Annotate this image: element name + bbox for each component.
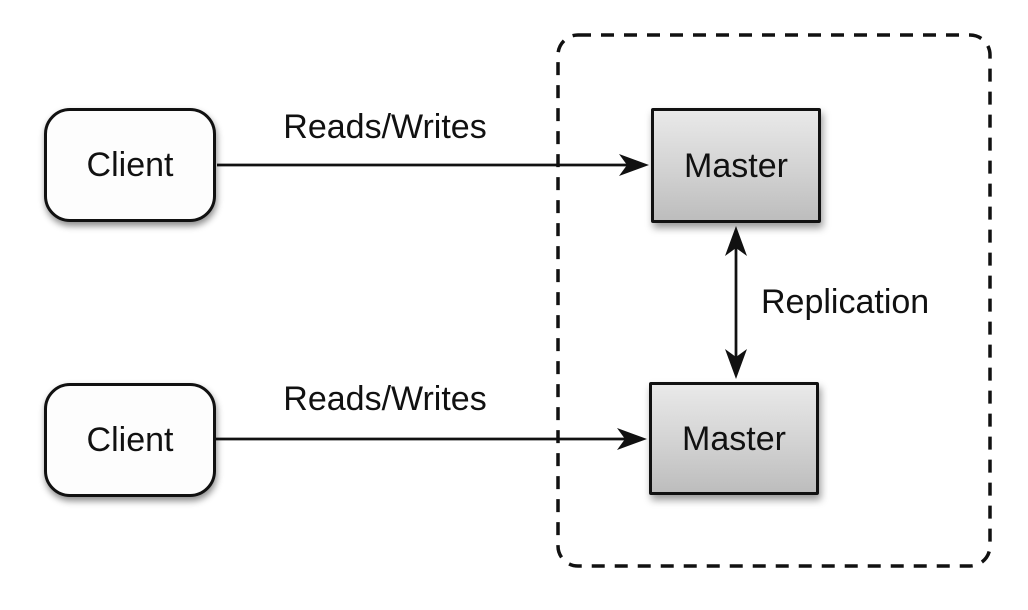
arrowhead-right-icon <box>617 428 647 450</box>
master-node-bottom: Master <box>649 382 819 495</box>
client-node-top-label: Client <box>86 146 174 184</box>
arrowhead-up-icon <box>725 226 747 256</box>
master-node-top: Master <box>651 108 821 223</box>
replication-zone-dashed-border <box>556 33 992 568</box>
replication-arrow <box>725 226 747 379</box>
reads-writes-arrow-bottom <box>216 428 647 450</box>
reads-writes-label-bottom: Reads/Writes <box>283 380 487 418</box>
master-node-bottom-label: Master <box>682 419 786 458</box>
arrowhead-right-icon <box>619 154 649 176</box>
reads-writes-arrow-top <box>217 154 649 176</box>
replication-label: Replication <box>761 283 930 321</box>
client-node-bottom: Client <box>44 383 216 497</box>
master-node-top-label: Master <box>684 146 788 185</box>
reads-writes-label-top: Reads/Writes <box>283 108 487 146</box>
client-node-top: Client <box>44 108 216 222</box>
arrowhead-down-icon <box>725 349 747 379</box>
client-node-bottom-label: Client <box>86 421 174 459</box>
